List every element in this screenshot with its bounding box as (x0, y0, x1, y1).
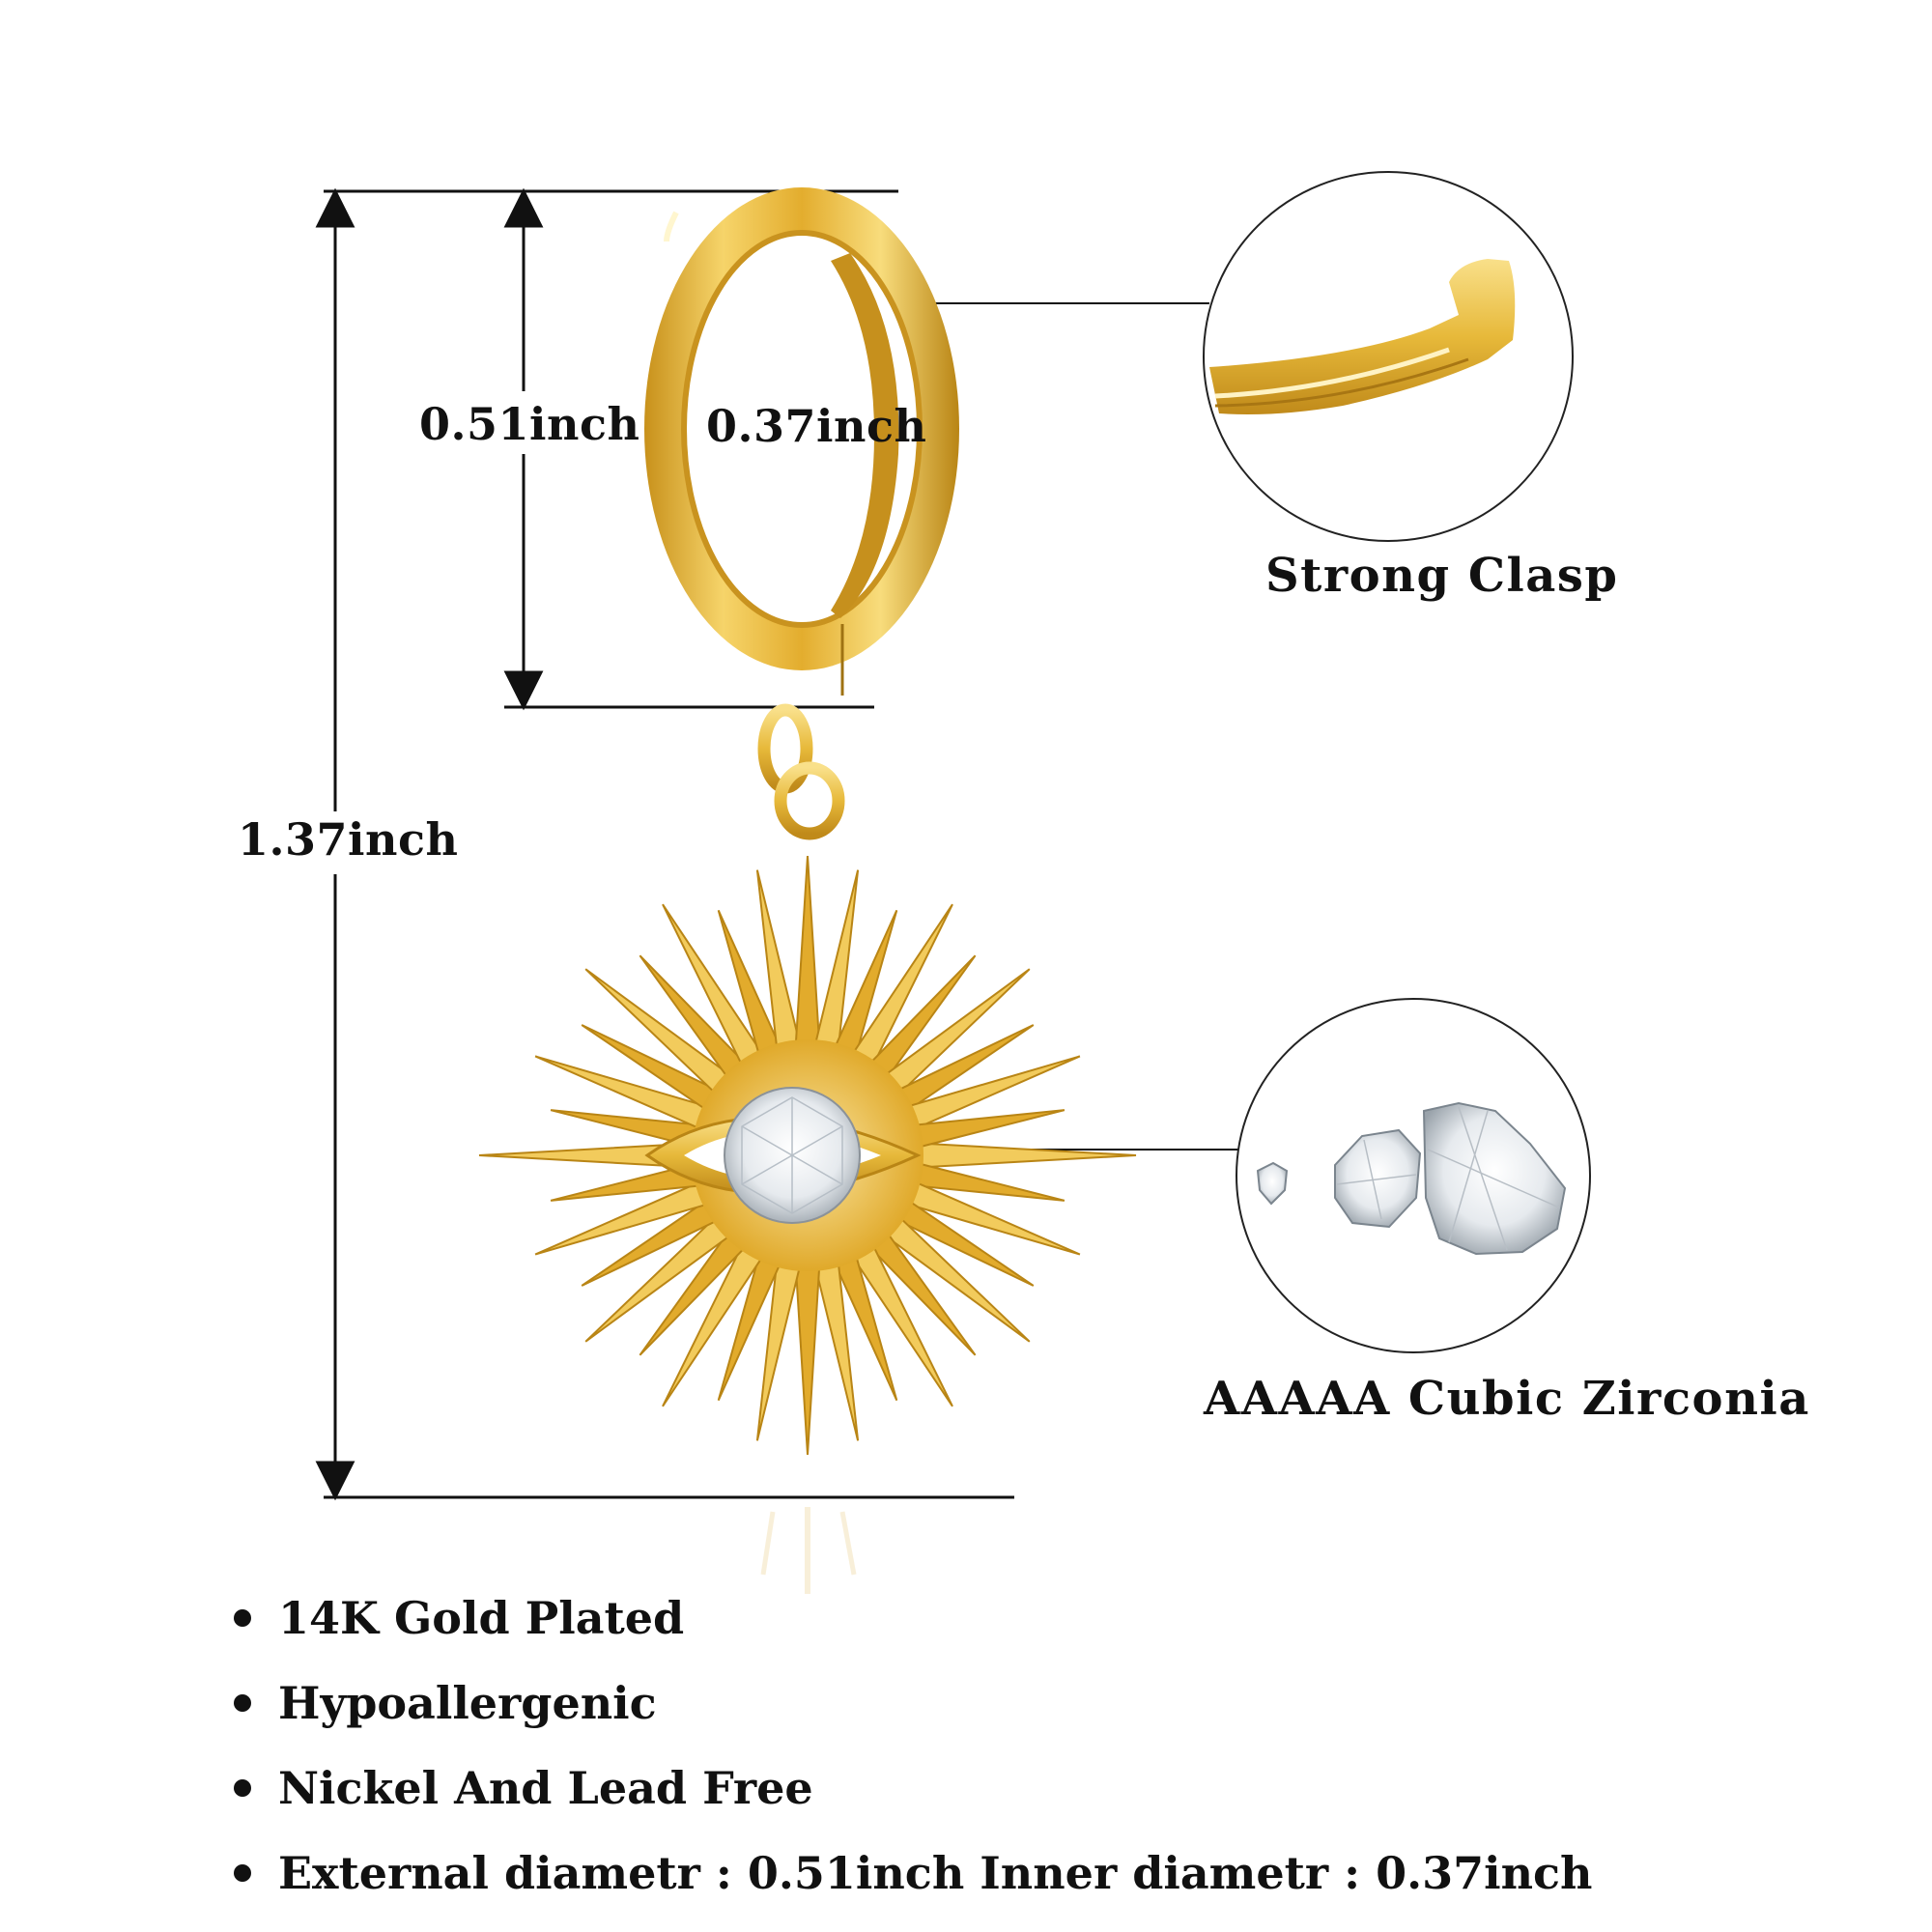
hoop (644, 187, 959, 696)
feature-item: Nickel And Lead Free (234, 1754, 1592, 1839)
external-diameter-label: 0.51inch (419, 398, 640, 450)
stone-caption: AAAAA Cubic Zirconia (1204, 1372, 1810, 1426)
clasp-detail (1203, 171, 1574, 542)
stone-detail (1236, 998, 1591, 1353)
feature-list: 14K Gold Plated Hypoallergenic Nickel An… (234, 1584, 1592, 1924)
feature-text: 14K Gold Plated (278, 1592, 685, 1644)
bullet-icon (234, 1694, 251, 1712)
total-length-label: 1.37inch (238, 813, 459, 866)
bullet-icon (234, 1779, 251, 1797)
bullet-icon (234, 1864, 251, 1882)
feature-item: Hypoallergenic (234, 1669, 1592, 1754)
clasp-caption: Strong Clasp (1265, 549, 1619, 603)
feature-item: 14K Gold Plated (234, 1584, 1592, 1669)
jump-rings (757, 703, 845, 840)
feature-text: External diametr : 0.51inch Inner diamet… (278, 1847, 1593, 1899)
bullet-icon (234, 1609, 251, 1627)
inner-diameter-label: 0.37inch (706, 400, 927, 452)
feature-item: External diametr : 0.51inch Inner diamet… (234, 1839, 1592, 1924)
feature-text: Hypoallergenic (278, 1677, 657, 1729)
reflection (760, 1507, 857, 1594)
evil-eye-charm (644, 1087, 922, 1224)
feature-text: Nickel And Lead Free (278, 1762, 813, 1814)
